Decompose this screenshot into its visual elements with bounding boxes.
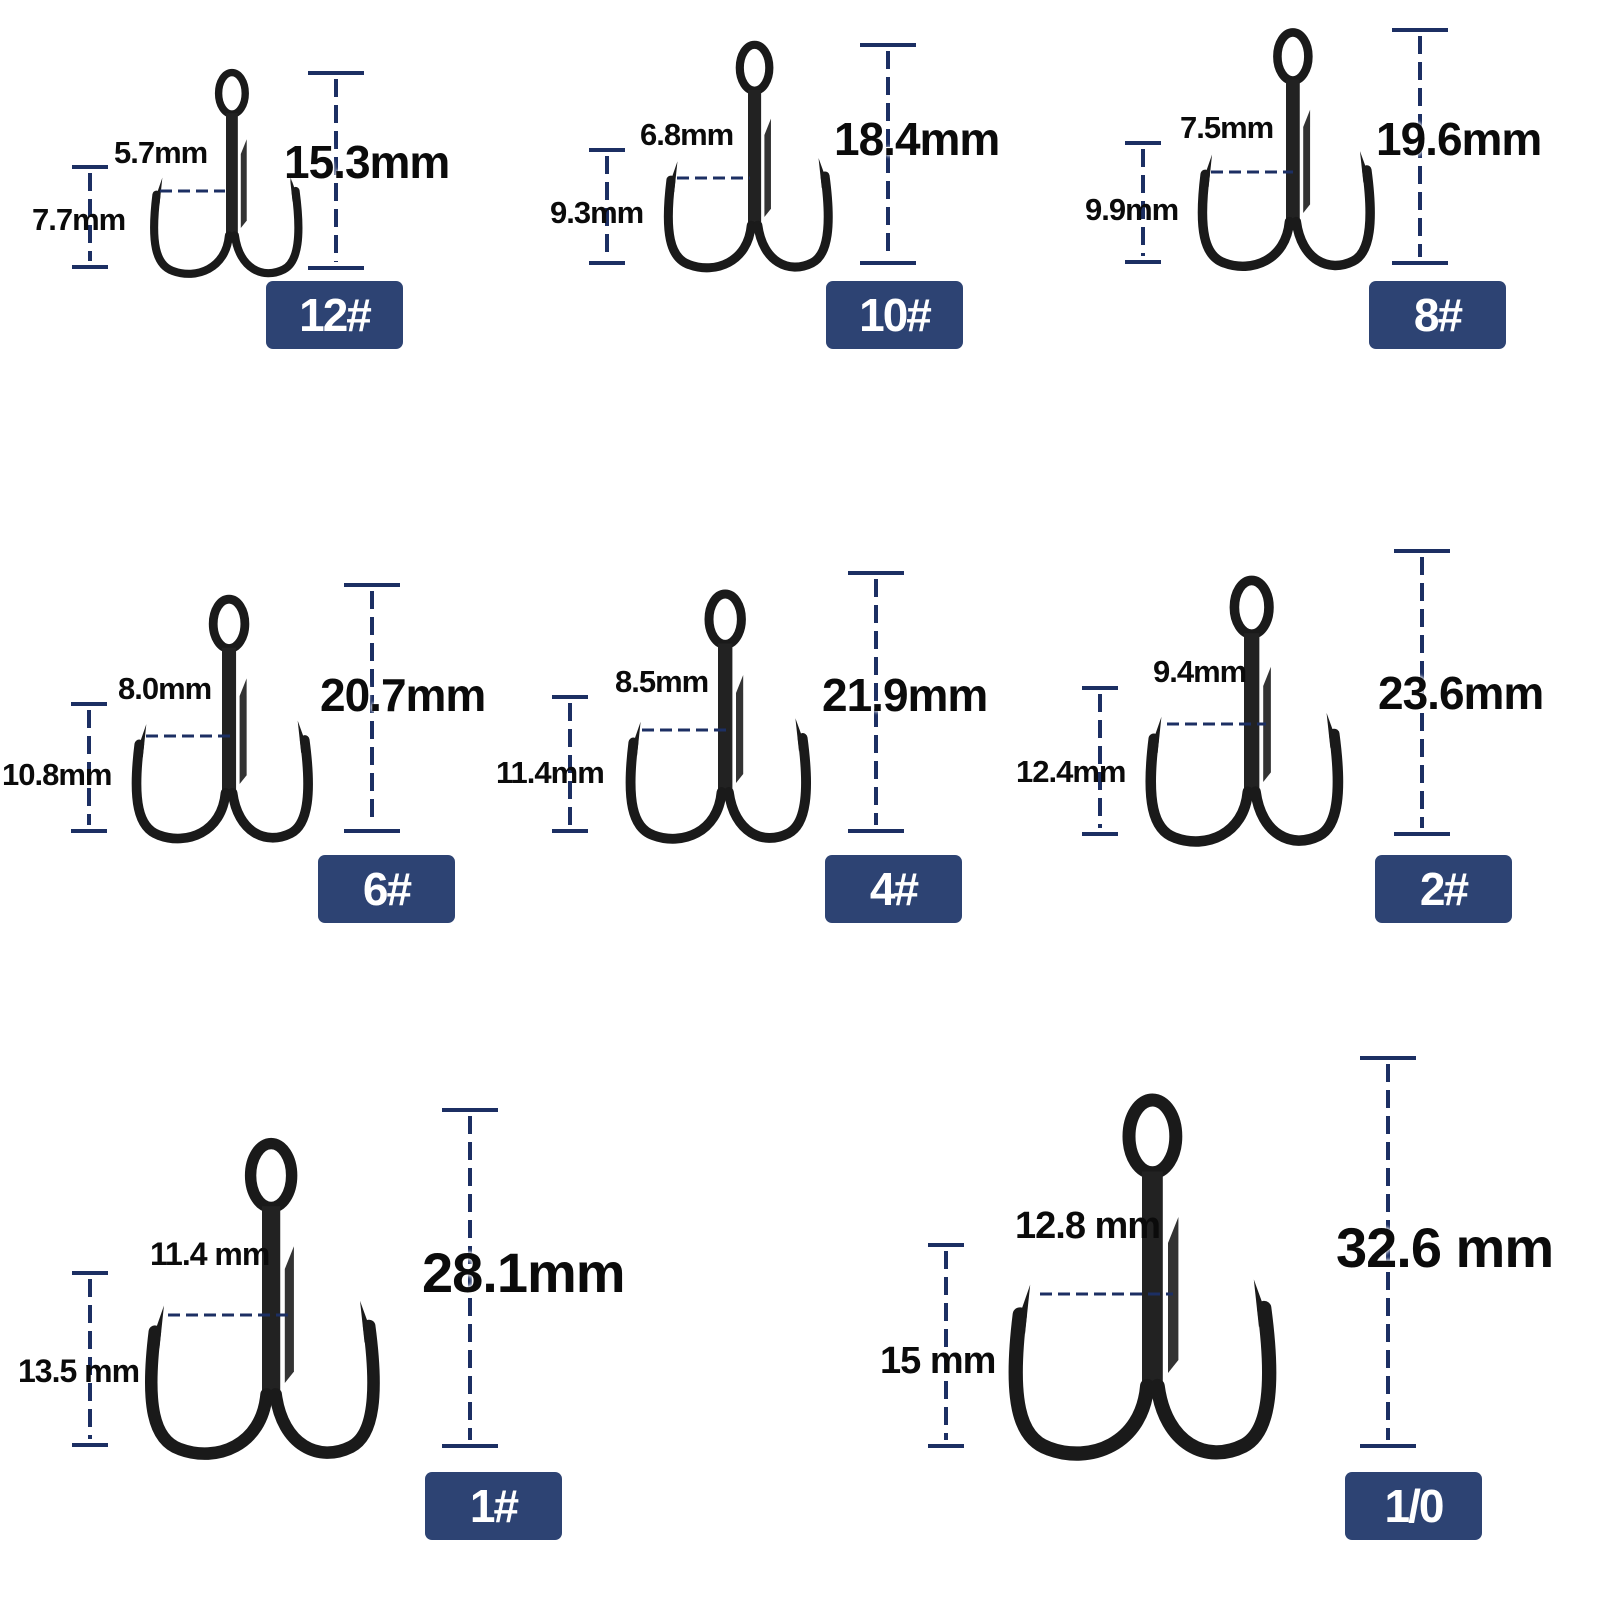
dimension-line	[71, 702, 107, 833]
treble-hook-icon	[144, 1137, 380, 1460]
dimension-line	[1125, 141, 1161, 264]
hook-height-label: 32.6 mm	[1336, 1216, 1554, 1279]
dimension-line	[552, 695, 588, 833]
hook-height-label: 15.3mm	[284, 136, 450, 188]
treble-hook-icon	[150, 68, 303, 278]
hook-size-badge: 8#	[1369, 281, 1506, 349]
hook-depth-label: 7.7mm	[32, 202, 126, 237]
dimension-line	[860, 43, 916, 265]
hook-height-label: 18.4mm	[834, 113, 1000, 165]
treble-hook-icon	[1145, 575, 1344, 847]
hook-gap-label: 5.7mm	[114, 135, 208, 170]
hook-size-badge: 1/0	[1345, 1472, 1482, 1540]
dimension-line	[344, 583, 400, 833]
hook-gap-label: 12.8 mm	[1015, 1205, 1161, 1247]
hook-gap-label: 6.8mm	[640, 117, 734, 152]
hook-depth-label: 13.5 mm	[18, 1353, 140, 1389]
treble-hook-icon	[1197, 28, 1375, 271]
hook-height-label: 21.9mm	[822, 669, 988, 721]
hook-height-label: 23.6mm	[1378, 667, 1544, 719]
hook-depth-label: 9.9mm	[1085, 192, 1179, 227]
dimension-line	[1392, 28, 1448, 265]
hook-gap-label: 11.4 mm	[150, 1236, 270, 1272]
hook-gap-label: 8.5mm	[615, 664, 709, 699]
dimension-line	[1082, 686, 1118, 836]
hook-height-label: 20.7mm	[320, 669, 486, 721]
dimension-line	[589, 148, 625, 265]
hook-depth-label: 12.4mm	[1016, 754, 1126, 789]
hook-size-badge: 2#	[1375, 855, 1512, 923]
hook-depth-label: 10.8mm	[2, 757, 112, 792]
hook-size-badge: 4#	[825, 855, 962, 923]
dimension-line	[72, 1271, 108, 1447]
dimension-line	[308, 71, 364, 270]
hook-height-label: 19.6mm	[1376, 113, 1542, 165]
hook-gap-label: 8.0mm	[118, 671, 212, 706]
dimension-line	[1394, 549, 1450, 836]
hook-size-badge: 6#	[318, 855, 455, 923]
hook-gap-label: 7.5mm	[1180, 110, 1274, 145]
dimension-line	[72, 165, 108, 269]
hook-depth-label: 9.3mm	[550, 195, 644, 230]
treble-hook-icon	[1008, 1093, 1277, 1461]
dimension-line	[1360, 1056, 1416, 1448]
hook-gap-label: 9.4mm	[1153, 654, 1247, 689]
hook-size-badge: 12#	[266, 281, 403, 349]
hook-depth-label: 15 mm	[880, 1340, 996, 1382]
treble-hook-icon	[131, 594, 313, 844]
hook-size-badge: 10#	[826, 281, 963, 349]
dimension-line	[848, 571, 904, 833]
dimension-line	[928, 1243, 964, 1448]
dimension-line	[442, 1108, 498, 1448]
hook-depth-label: 11.4mm	[496, 755, 605, 790]
treble-hook-icon	[625, 589, 811, 844]
hook-size-badge: 1#	[425, 1472, 562, 1540]
hook-height-label: 28.1mm	[422, 1241, 626, 1304]
treble-hook-icon	[663, 40, 833, 273]
